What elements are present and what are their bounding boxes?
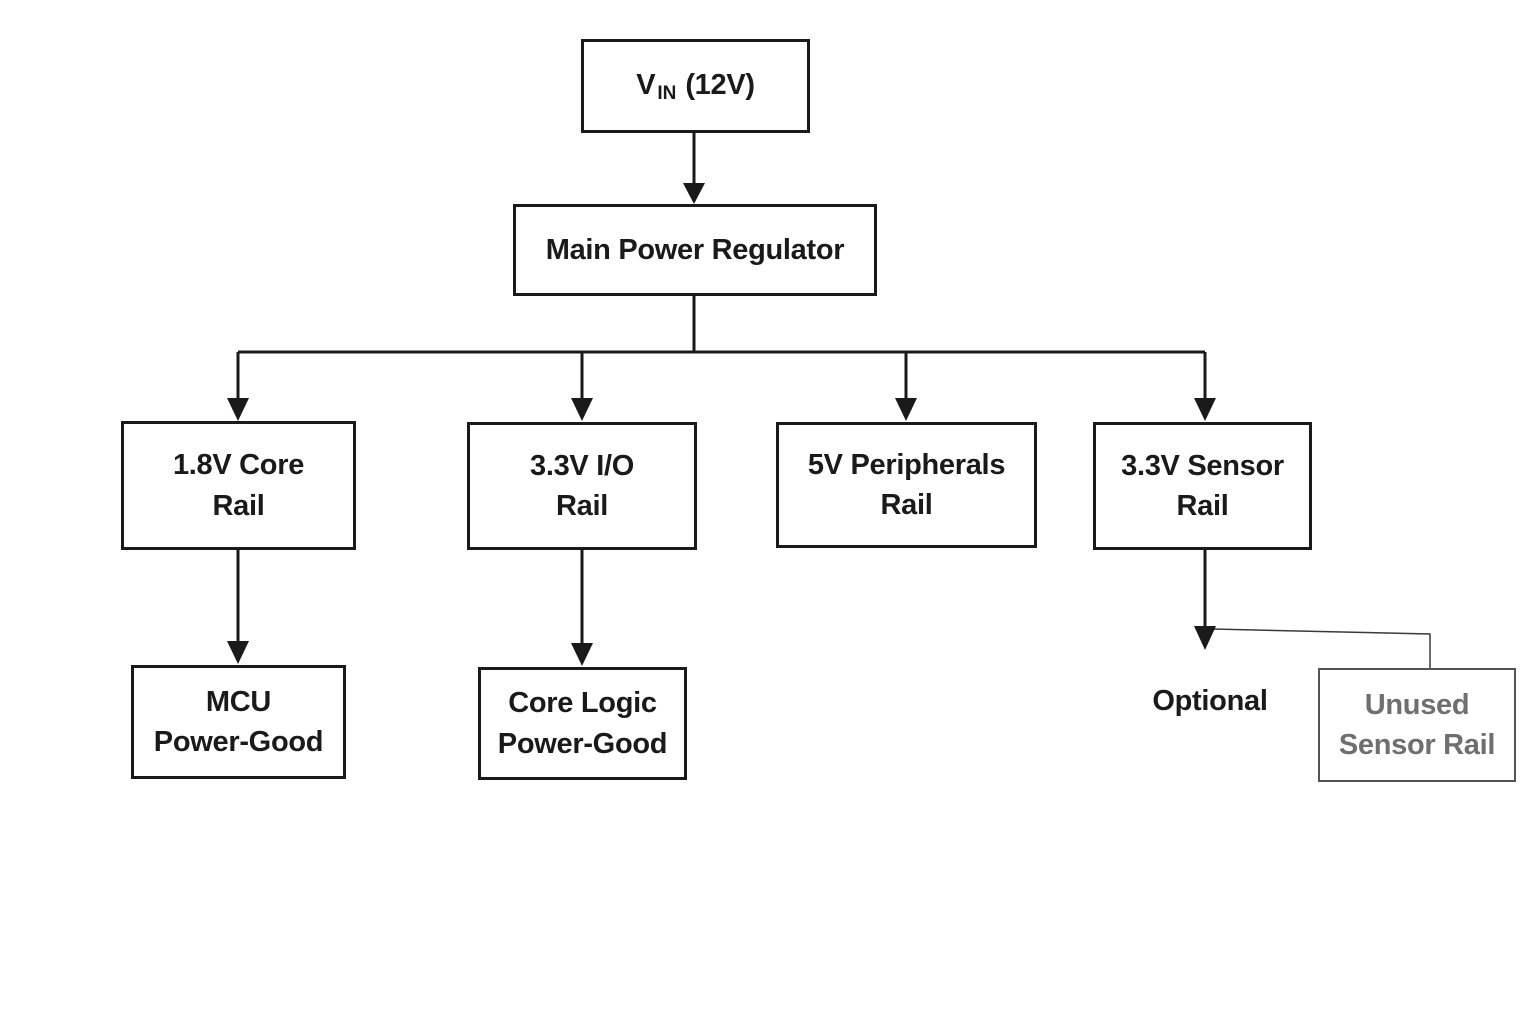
optional-annotation: Optional — [1130, 680, 1290, 722]
node-5v-peripherals-rail: 5V Peripherals Rail — [776, 422, 1037, 548]
arrowhead-periph — [895, 398, 917, 421]
arrowhead-io — [571, 398, 593, 421]
arrowhead-mcupg — [227, 641, 249, 664]
node-3v3-io-rail: 3.3V I/O Rail — [467, 422, 697, 550]
peripherals-rail-label: 5V Peripherals Rail — [807, 448, 1006, 521]
optional-label: Optional — [1152, 684, 1268, 717]
vin-symbol: V — [636, 68, 656, 101]
unused-sensor-rail-label: Unused Sensor Rail — [1338, 688, 1496, 761]
core-logic-power-good-label: Core Logic Power-Good — [497, 687, 668, 760]
io-rail-label: 3.3V I/O Rail — [530, 449, 634, 522]
core-rail-label: 1.8V Core Rail — [172, 449, 305, 522]
arrowhead-sensor — [1194, 398, 1216, 421]
vin-voltage: (12V) — [685, 68, 755, 101]
arrowhead-regulator — [683, 183, 705, 204]
node-1v8-core-rail: 1.8V Core Rail — [121, 421, 356, 550]
node-unused-sensor-rail: Unused Sensor Rail — [1318, 668, 1516, 782]
arrowhead-core — [227, 398, 249, 421]
mcu-power-good-label: MCU Power-Good — [153, 685, 324, 758]
vin-subscript: IN — [657, 82, 677, 104]
regulator-label: Main Power Regulator — [545, 233, 845, 266]
node-core-logic-power-good: Core Logic Power-Good — [478, 667, 687, 780]
node-3v3-sensor-rail: 3.3V Sensor Rail — [1093, 422, 1312, 550]
arrowhead-corepg — [571, 643, 593, 666]
sensor-rail-label: 3.3V Sensor Rail — [1121, 449, 1284, 522]
node-mcu-power-good: MCU Power-Good — [131, 665, 346, 779]
arrowhead-optional — [1194, 626, 1216, 650]
node-main-power-regulator: Main Power Regulator — [513, 204, 877, 296]
edge-optional-unused — [1211, 628, 1431, 670]
